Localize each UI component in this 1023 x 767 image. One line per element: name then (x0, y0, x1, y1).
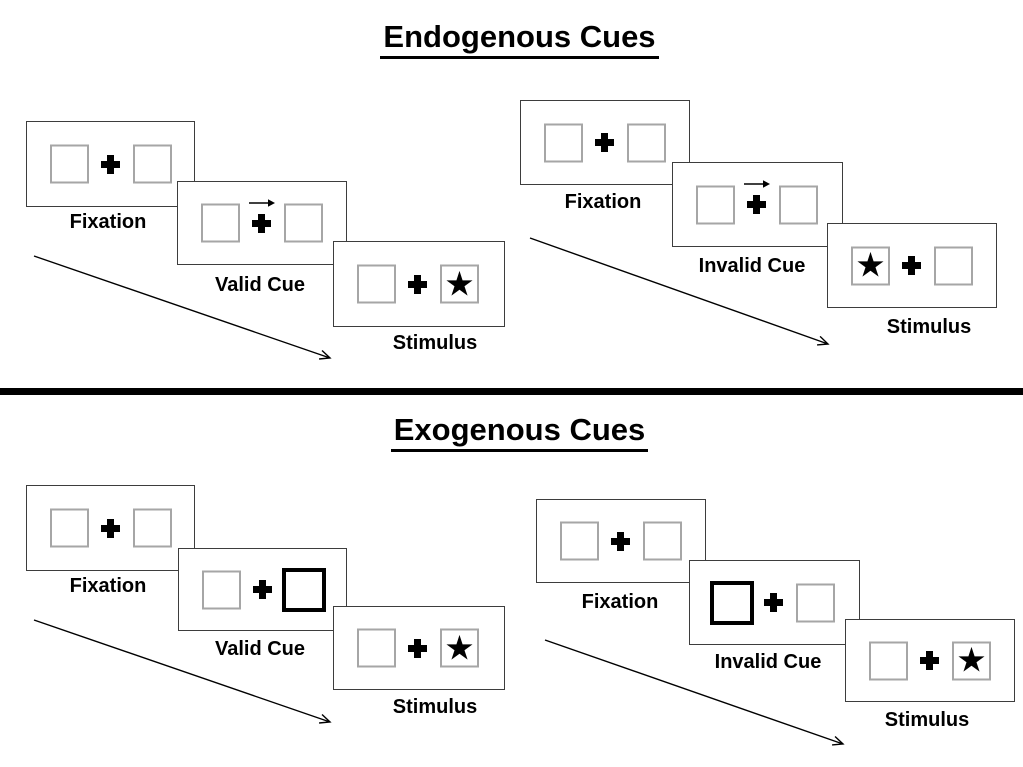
left-box (50, 144, 89, 184)
stimulus-panel: ★ (333, 606, 505, 690)
left-box (696, 185, 735, 224)
fixation-panel (26, 121, 195, 207)
cue-panel (177, 181, 347, 265)
star-icon: ★ (855, 246, 886, 285)
fixation-cross-icon (920, 651, 939, 670)
left-box: ★ (851, 246, 890, 285)
left-box (202, 570, 241, 609)
panel-label: Invalid Cue (714, 651, 822, 673)
fixation-cross-icon (595, 133, 614, 152)
section-title-text: Endogenous Cues (380, 20, 659, 59)
timeline-arrow-icon (33, 619, 343, 730)
stimulus-panel: ★ (333, 241, 505, 327)
left-box-cue-highlight (710, 580, 754, 625)
cue-right-arrow-icon (744, 180, 770, 188)
fixation-cross-icon (747, 195, 766, 214)
star-icon: ★ (956, 641, 987, 680)
panel-label: Fixation (564, 191, 642, 213)
right-box (779, 185, 818, 224)
cue-panel (689, 560, 860, 645)
fixation-cross-icon (408, 274, 427, 294)
star-icon: ★ (444, 265, 475, 303)
cue-panel (672, 162, 843, 247)
left-box (869, 641, 908, 680)
panel-label: Stimulus (886, 316, 972, 338)
timeline-arrow-icon (544, 639, 854, 752)
fixation-cross-icon (252, 213, 271, 233)
panel-label: Invalid Cue (698, 255, 806, 277)
right-box: ★ (440, 264, 479, 304)
right-box (284, 203, 323, 243)
left-box (560, 521, 599, 561)
section-title-endogenous: Endogenous Cues (0, 20, 1023, 59)
right-box-cue-highlight (282, 567, 326, 612)
panel-label: Stimulus (884, 709, 970, 731)
fixation-panel (520, 100, 690, 185)
stimulus-panel: ★ (845, 619, 1015, 702)
panel-label: Stimulus (392, 696, 478, 718)
left-box (357, 628, 396, 668)
fixation-panel (536, 499, 706, 583)
section-divider (0, 388, 1023, 395)
left-box (50, 508, 89, 548)
right-box (133, 144, 172, 184)
fixation-cross-icon (101, 518, 120, 538)
right-box (627, 123, 666, 162)
left-box (357, 264, 396, 304)
right-box (133, 508, 172, 548)
right-box: ★ (952, 641, 991, 680)
panel-label: Stimulus (392, 332, 478, 354)
fixation-cross-icon (253, 580, 272, 599)
fixation-cross-icon (764, 593, 783, 612)
fixation-cross-icon (408, 638, 427, 658)
right-box (643, 521, 682, 561)
fixation-cross-icon (902, 256, 921, 275)
panel-label: Fixation (69, 575, 147, 597)
cue-right-arrow-icon (249, 199, 275, 207)
panel-label: Valid Cue (214, 274, 306, 296)
panel-label: Valid Cue (214, 638, 306, 660)
panel-label: Fixation (69, 211, 147, 233)
panel-label: Fixation (581, 591, 659, 613)
right-box: ★ (440, 628, 479, 668)
left-box (544, 123, 583, 162)
timeline-arrow-icon (529, 237, 839, 350)
cue-panel (178, 548, 347, 631)
section-title-exogenous: Exogenous Cues (0, 413, 1023, 452)
timeline-arrow-icon (33, 255, 343, 366)
fixation-cross-icon (101, 154, 120, 174)
section-title-text: Exogenous Cues (390, 413, 649, 452)
star-icon: ★ (444, 629, 475, 667)
fixation-cross-icon (611, 531, 630, 551)
left-box (201, 203, 240, 243)
right-box (796, 583, 835, 622)
right-box (934, 246, 973, 285)
stimulus-panel: ★ (827, 223, 997, 308)
fixation-panel (26, 485, 195, 571)
